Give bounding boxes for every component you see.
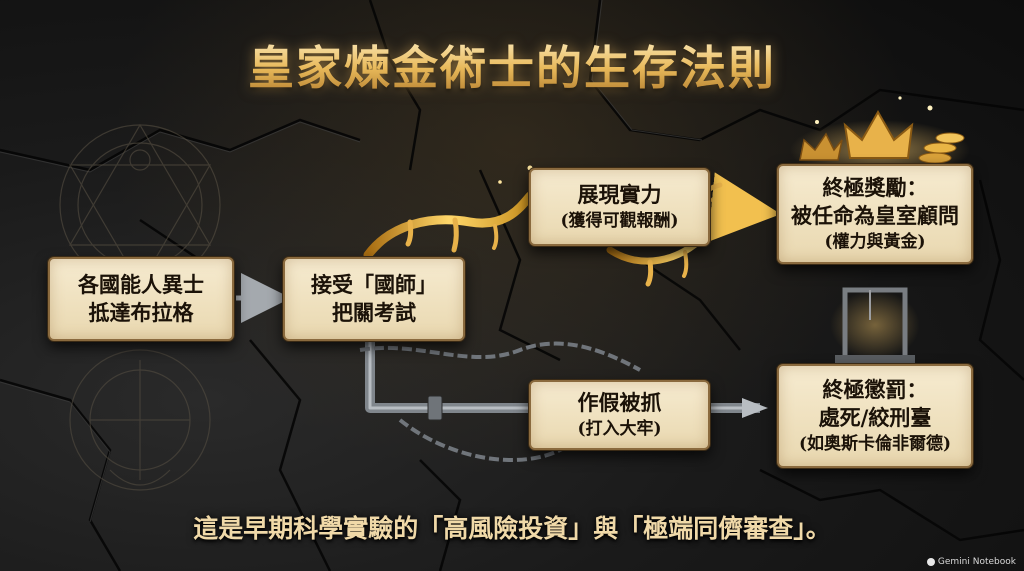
node-reward-line2: 被任命為皇室顧問	[791, 203, 959, 228]
gold-flow-success	[363, 165, 535, 260]
node-exam: 接受「國師」 把關考試	[283, 257, 465, 341]
gallows-image	[830, 287, 920, 363]
node-punish-line2: 處死/絞刑臺	[818, 405, 932, 430]
brand-label: Gemini Notebook	[937, 557, 1016, 567]
node-reward-line3: (權力與黃金)	[824, 232, 926, 252]
node-reward-line1: 終極獎勵：	[822, 175, 928, 200]
node-caught-faking: 作假被抓 (打入大牢)	[529, 380, 710, 450]
node-exam-line2: 把關考試	[332, 300, 416, 325]
alchemy-circle-lower	[69, 349, 211, 491]
node-show-skill-line2: (獲得可觀報酬)	[560, 211, 679, 231]
node-punish-line1: 終極懲罰：	[822, 377, 928, 402]
node-arrival: 各國能人異士 抵達布拉格	[48, 257, 234, 341]
node-ultimate-punishment: 終極懲罰： 處死/絞刑臺 (如奧斯卡倫非爾德)	[777, 364, 973, 468]
footer-caption: 這是早期科學實驗的「高風險投資」與「極端同儕審查」。	[193, 514, 831, 543]
node-fake-line2: (打入大牢)	[577, 419, 662, 439]
node-arrival-line2: 抵達布拉格	[88, 300, 194, 325]
node-punish-line3: (如奧斯卡倫非爾德)	[798, 434, 952, 454]
node-arrival-line1: 各國能人異士	[78, 272, 204, 297]
node-ultimate-reward: 終極獎勵： 被任命為皇室顧問 (權力與黃金)	[777, 164, 973, 264]
brand-logo-icon	[926, 558, 935, 566]
node-show-skill: 展現實力 (獲得可觀報酬)	[529, 168, 710, 246]
node-exam-line1: 接受「國師」	[311, 272, 437, 297]
node-show-skill-line1: 展現實力	[577, 182, 662, 207]
page-title: 皇家煉金術士的生存法則	[0, 32, 1024, 98]
brand-watermark: Gemini Notebook	[926, 557, 1016, 567]
node-fake-line1: 作假被抓	[577, 390, 662, 415]
